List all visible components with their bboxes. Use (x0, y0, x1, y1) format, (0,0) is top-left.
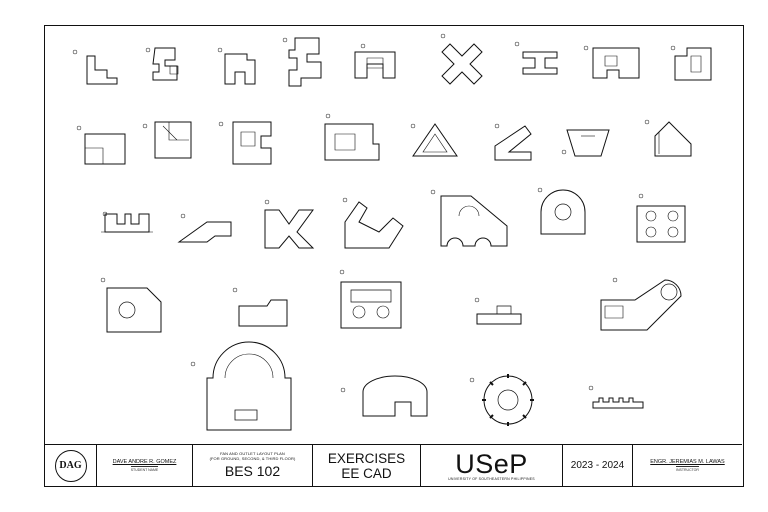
title-block: DAG DAVE ANDRE R. GOMEZ STUDENT NAME FAN… (45, 444, 742, 486)
instructor-cell: ENGR. JEREMIAS M. LAWAS INSTRUCTOR (633, 445, 742, 486)
exercise-drawing[interactable] (410, 123, 458, 157)
exercise-drawing[interactable] (264, 199, 315, 249)
exercise-drawing[interactable] (190, 341, 292, 431)
exercise-drawing[interactable] (142, 121, 192, 159)
exercise-drawing[interactable] (600, 277, 682, 331)
exercise-drawing[interactable] (340, 375, 428, 417)
university-abbr: USeP (455, 448, 528, 479)
school-year-cell: 2023 - 2024 (563, 445, 633, 486)
exercise-drawing[interactable] (494, 123, 532, 161)
student-subtitle: STUDENT NAME (130, 466, 159, 472)
exercise-drawing[interactable] (588, 385, 644, 409)
exercise-drawing[interactable] (339, 269, 402, 329)
exercise-drawing[interactable] (354, 43, 396, 79)
exercise-drawing[interactable] (644, 119, 692, 157)
plan-line-2: (FOR GROUND, SECOND, & THIRD FLOOR) (209, 455, 296, 461)
exercise-drawing[interactable] (636, 193, 686, 243)
exercise-drawing[interactable] (561, 129, 610, 157)
exercise-drawing[interactable] (537, 187, 586, 235)
university-name: UNIVERSITY OF SOUTHEASTERN PHILIPPINES (448, 476, 535, 481)
exercise-drawing[interactable] (72, 49, 118, 85)
instructor-name: ENGR. JEREMIAS M. LAWAS (650, 459, 725, 465)
student-logo: DAG (54, 449, 87, 482)
exercise-drawing[interactable] (469, 374, 534, 426)
university-cell: USeP UNIVERSITY OF SOUTHEASTERN PHILIPPI… (421, 445, 563, 486)
course-code: BES 102 (224, 463, 281, 480)
exercise-drawing[interactable] (342, 197, 404, 249)
exercise-drawing[interactable] (101, 211, 153, 233)
plan-line-1: FAN AND OUTLET LAYOUT PLAN (220, 450, 285, 456)
logo-cell: DAG (45, 445, 97, 486)
sheet-title-line-2: EE CAD (341, 465, 392, 481)
sheet-title-line-1: EXERCISES (327, 450, 406, 466)
student-cell: DAVE ANDRE R. GOMEZ STUDENT NAME (97, 445, 193, 486)
exercise-drawing[interactable] (282, 37, 322, 87)
exercise-drawing[interactable] (177, 213, 232, 243)
drawing-area (45, 26, 742, 444)
exercise-drawing[interactable] (232, 287, 288, 327)
student-name: DAVE ANDRE R. GOMEZ (112, 459, 177, 465)
exercise-drawing[interactable] (324, 113, 380, 161)
logo-initials: DAG (59, 460, 82, 471)
drawing-sheet: DAG DAVE ANDRE R. GOMEZ STUDENT NAME FAN… (44, 25, 744, 487)
exercise-drawing[interactable] (474, 297, 522, 325)
exercise-drawing[interactable] (430, 189, 508, 247)
exercise-drawing[interactable] (100, 277, 162, 333)
school-year: 2023 - 2024 (570, 460, 625, 471)
exercise-drawing[interactable] (670, 45, 712, 81)
exercise-drawing[interactable] (514, 41, 558, 75)
instructor-subtitle: INSTRUCTOR (676, 466, 699, 472)
exercise-drawing[interactable] (440, 33, 483, 85)
exercise-drawing[interactable] (218, 121, 272, 165)
exercise-drawing[interactable] (76, 125, 126, 165)
sheet-title-cell: EXERCISES EE CAD (313, 445, 421, 486)
course-cell: FAN AND OUTLET LAYOUT PLAN (FOR GROUND, … (193, 445, 313, 486)
exercise-drawing[interactable] (217, 47, 256, 85)
exercise-drawing[interactable] (145, 47, 179, 81)
exercise-drawings (72, 33, 712, 431)
exercise-drawing[interactable] (583, 45, 640, 79)
